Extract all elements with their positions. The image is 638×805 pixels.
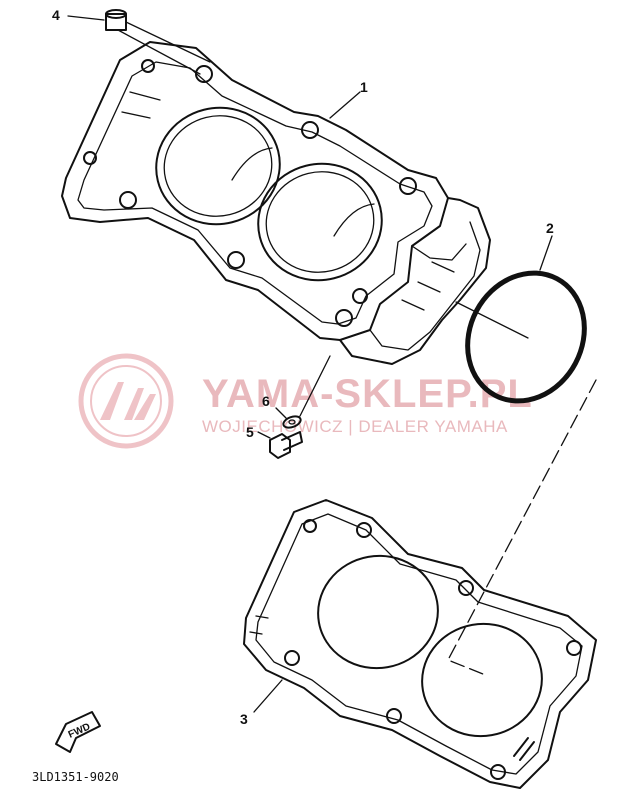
forward-direction-arrow: FWD — [55, 711, 101, 753]
leader-line-6 — [275, 407, 287, 419]
leader-line-4 — [67, 15, 105, 21]
diagram-code: 3LD1351-9020 — [32, 770, 119, 784]
base-gasket-part — [243, 499, 597, 789]
alignment-line — [447, 379, 597, 677]
cylinder-part — [61, 41, 491, 365]
callout-3: 3 — [240, 711, 248, 727]
o-ring-part — [455, 270, 587, 404]
washer-part — [282, 355, 331, 429]
callout-6: 6 — [262, 393, 270, 409]
dowel-pin-part — [105, 9, 211, 75]
leader-line-1 — [329, 91, 361, 119]
watermark-subtitle: WOJIECHOWICZ | DEALER YAMAHA — [202, 417, 508, 436]
leader-line-2 — [539, 235, 553, 271]
callout-5: 5 — [246, 424, 254, 440]
callout-1: 1 — [360, 79, 368, 95]
callout-2: 2 — [546, 220, 554, 236]
callout-4: 4 — [52, 7, 60, 23]
watermark-title: YAMA-SKLEP.PL — [202, 372, 533, 416]
leader-line-3 — [253, 679, 283, 713]
leader-line-5 — [257, 431, 271, 439]
direction-tag: FWD — [67, 721, 92, 740]
watermark-logo — [78, 353, 174, 449]
bolt-part — [269, 431, 303, 459]
